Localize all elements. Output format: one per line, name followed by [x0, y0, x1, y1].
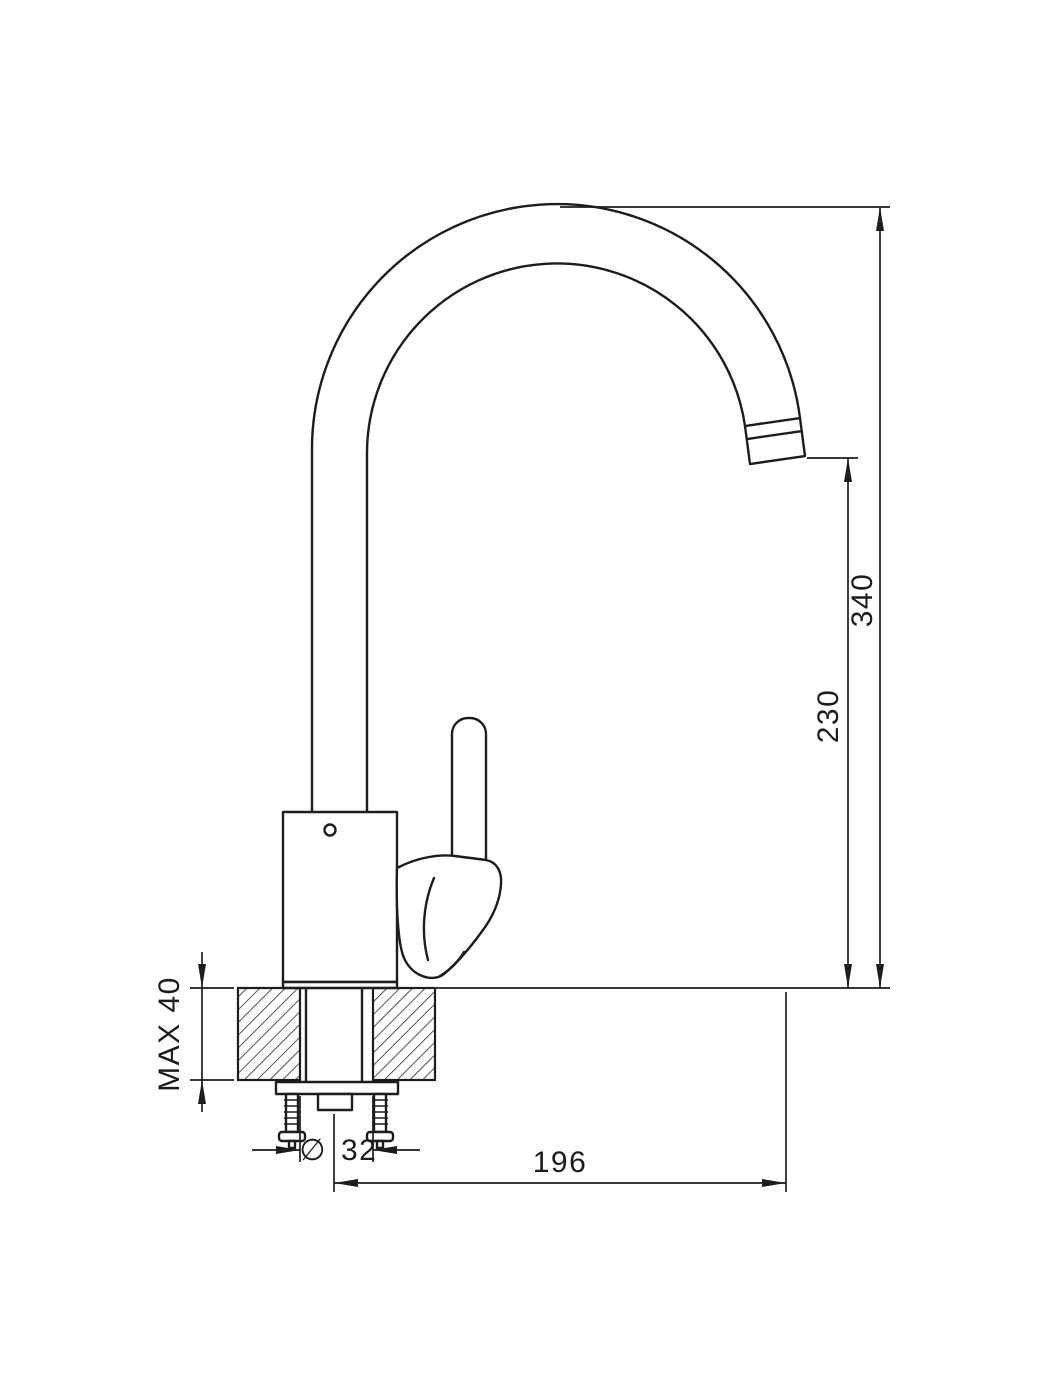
spout-outer-arc: [310, 202, 802, 454]
body-screw-hole: [323, 823, 337, 837]
dim-hole-value-label: 32: [341, 1134, 377, 1167]
handle-socket-seam: [422, 876, 466, 978]
stud-thread-right: [372, 1099, 388, 1125]
faucet-outline: [281, 202, 807, 990]
dim-spout-height-label: 230: [812, 689, 845, 744]
dim-total-height-label: 340: [846, 573, 879, 628]
arrowhead-196-right: [762, 1179, 786, 1187]
arrowhead-max40-top: [198, 964, 206, 988]
countertop-section: [236, 986, 437, 1084]
countertop-right-block: [371, 986, 437, 1082]
spout-aerator-tip: [743, 416, 807, 466]
mounting-bracket: [274, 1080, 400, 1096]
stud-thread-left: [284, 1099, 300, 1125]
arrowhead-hole-left: [276, 1146, 300, 1154]
arrowhead-340-top: [876, 207, 884, 231]
faucet-body: [281, 810, 399, 984]
arrowhead-230-bottom: [844, 964, 852, 988]
arrowhead-196-left: [334, 1179, 358, 1187]
dim-spout-reach-label: 196: [533, 1146, 588, 1179]
arrowhead-340-bottom: [876, 964, 884, 988]
handle-socket: [395, 854, 503, 980]
dim-spout-height: 230: [807, 457, 858, 988]
dim-hole-symbol-label: ∅: [299, 1134, 327, 1167]
arrowhead-230-top: [844, 458, 852, 482]
dim-hole-diameter: ∅ 32: [252, 1096, 420, 1167]
dim-total-height: 340: [432, 206, 890, 989]
dim-counter-thickness: MAX 40: [153, 952, 234, 1112]
arrowhead-max40-bottom: [198, 1080, 206, 1104]
mounting-hardware: [274, 1080, 400, 1150]
dim-counter-thickness-label: MAX 40: [153, 976, 186, 1092]
stud-pin-right: [375, 1139, 385, 1150]
countertop-left-block: [236, 986, 302, 1082]
spout-inner-arc: [365, 262, 747, 454]
handle-lever: [450, 716, 488, 878]
base-gasket: [281, 980, 399, 990]
arrowhead-hole-right: [373, 1146, 397, 1154]
mounting-nut: [316, 1092, 354, 1112]
stud-pin-left: [287, 1139, 297, 1150]
dim-spout-reach: 196: [333, 992, 787, 1192]
